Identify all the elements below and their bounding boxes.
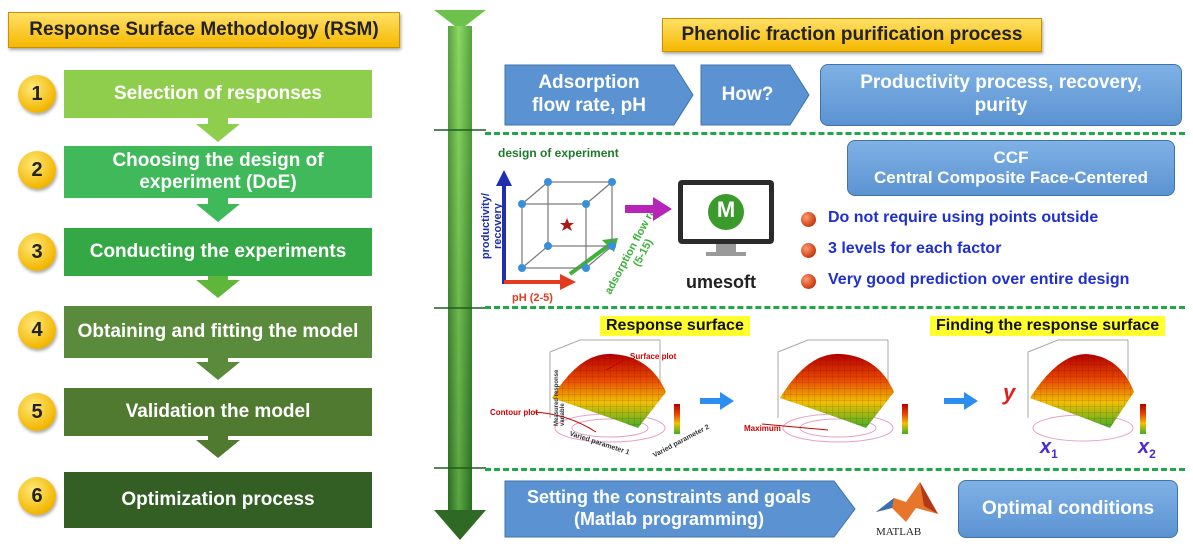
surface-plots [533,339,1146,443]
step-1-box: Selection of responses [64,70,372,118]
ccf-box: CCF Central Composite Face-Centered [847,140,1175,196]
doe-y-axis-label: productivity/ recovery [479,193,504,260]
optimal-conditions-box: Optimal conditions [958,480,1178,538]
step-number-6: 6 [18,477,56,515]
surface-plot-callout: Surface plot [630,352,677,361]
step-number-5: 5 [18,393,56,431]
right-arrow-icon [700,392,734,410]
down-arrow-icon [196,198,240,222]
rsm-title: Response Surface Methodology (RSM) [8,12,400,48]
input-arrow-shape [504,64,694,126]
how-arrow-shape [700,64,810,126]
outputs-box: Productivity process, recovery, purity [820,64,1182,126]
umesoft-monitor-icon [678,180,774,256]
section-divider [485,132,1185,135]
step-connector-arrows [196,118,240,458]
how-box: How? [721,84,774,105]
constraints-box: Setting the constraints and goals (Matla… [526,487,812,529]
doe-x-axis-label: pH (2-5) [512,292,553,304]
step-4-box: Obtaining and fitting the model [64,306,372,358]
y-symbol: y [1003,380,1016,405]
matlab-logo-icon [876,482,938,522]
process-flow-arrow [434,10,486,540]
maximum-callout: Maximum [744,424,781,433]
center-point-star-icon [560,218,574,231]
doe-label: design of experiment [498,146,619,160]
bullet-icon [801,243,816,258]
section-divider [485,468,1185,471]
step-number-2: 2 [18,151,56,189]
software-letter: M [716,197,736,222]
to-software-arrow-icon [625,197,672,221]
constraints-arrow-shape [504,480,856,538]
ccf-bullet-3: Very good prediction over entire design [828,271,1130,288]
ccf-bullet-1: Do not require using points outside [828,209,1099,226]
right-arrow-icon [944,392,978,410]
down-arrow-icon [196,274,240,298]
bullet-icon [801,274,816,289]
input-arrow-box: Adsorption flow rate, pH [531,72,646,116]
x2-symbol: x2 [1138,436,1156,461]
response-surface-label: Response surface [600,316,750,336]
section-divider [485,306,1185,309]
step-2-box: Choosing the design of experiment (DoE) [64,146,372,198]
axis-z-label: Measured response variable [554,369,566,426]
ccf-bullet-2: 3 levels for each factor [828,240,1002,257]
x1-symbol: x1 [1040,436,1058,461]
down-arrow-icon [196,118,240,142]
step-number-1: 1 [18,75,56,113]
down-arrow-icon [196,434,240,458]
down-arrow-icon [196,356,240,380]
step-number-4: 4 [18,311,56,349]
step-6-box: Optimization process [64,472,372,528]
matlab-label: MATLAB [876,526,922,538]
finding-surface-label: Finding the response surface [930,316,1166,336]
purification-title: Phenolic fraction purification process [662,18,1042,52]
contour-plot-callout: Contour plot [490,408,538,417]
doe-cube-diagram [496,170,618,290]
software-name: umesoft [686,272,757,292]
bullet-icon [801,212,816,227]
step-number-3: 3 [18,233,56,271]
step-3-box: Conducting the experiments [64,228,372,276]
step-5-box: Validation the model [64,388,372,436]
